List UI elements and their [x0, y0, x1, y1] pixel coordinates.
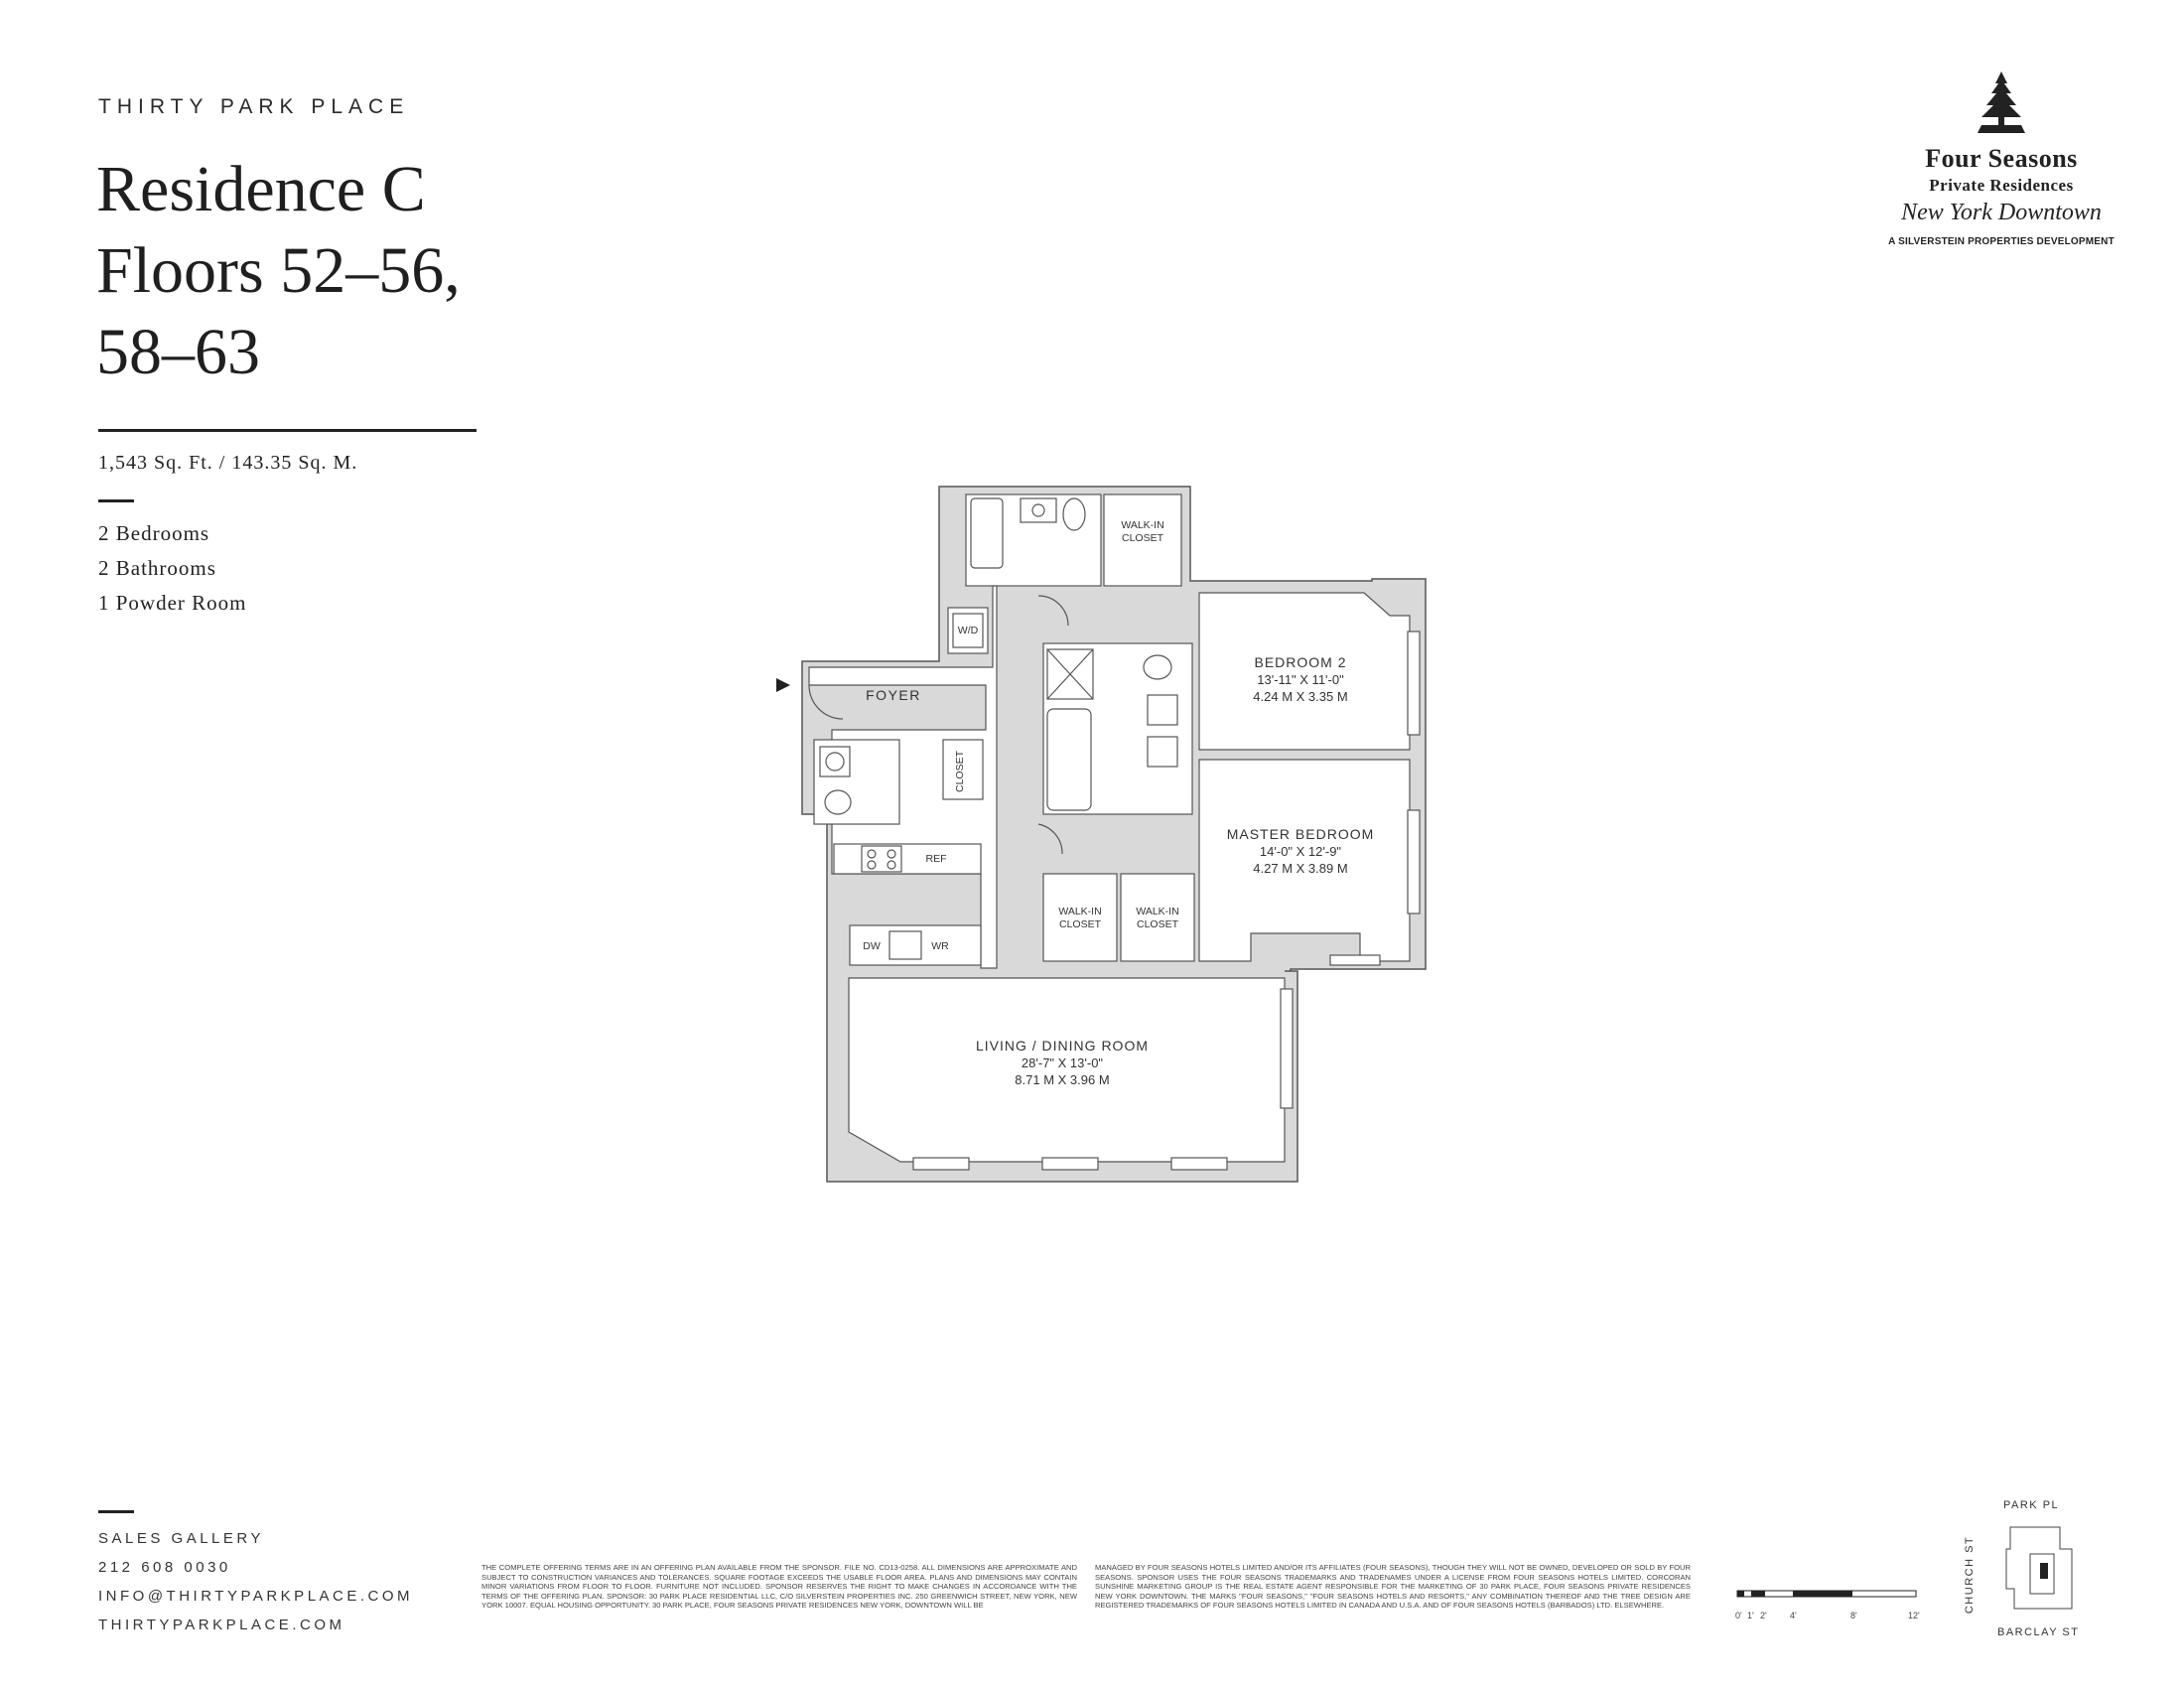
living-metric: 8.71 M X 3.96 M [1015, 1072, 1109, 1087]
scale-label-8: 8' [1850, 1611, 1857, 1620]
key-plan [2005, 1526, 2073, 1610]
closet-label: CLOSET [954, 750, 966, 792]
living-imperial: 28'-7" X 13'-0" [1022, 1055, 1104, 1070]
bedrooms-count: 2 Bedrooms [98, 521, 210, 545]
four-seasons-logo: Four Seasons Private Residences New York… [1886, 70, 2116, 247]
entry-arrow-icon [776, 678, 790, 692]
walkin-b-label-1: WALK-IN [1136, 906, 1178, 917]
title-divider [98, 429, 477, 432]
wd-label: W/D [958, 625, 979, 636]
walkin-top-label-2: CLOSET [1122, 532, 1164, 544]
dw-label: DW [863, 940, 881, 952]
master-name: MASTER BEDROOM [1227, 826, 1375, 842]
logo-line-3: New York Downtown [1901, 200, 2102, 225]
bedroom2-imperial: 13'-11" X 11'-0" [1257, 672, 1344, 687]
website-link[interactable]: THIRTYPARKPLACE.COM [98, 1617, 345, 1633]
street-church-st: CHURCH ST [1964, 1535, 1977, 1615]
residence-title: Residence C [96, 153, 426, 225]
project-name: THIRTY PARK PLACE [98, 95, 410, 118]
scale-label-0: 0' [1735, 1611, 1742, 1620]
walkin-a-label-1: WALK-IN [1058, 906, 1101, 917]
area-label: 1,543 Sq. Ft. / 143.35 Sq. M. [98, 452, 358, 474]
scale-label-2: 2' [1760, 1611, 1767, 1620]
email-link[interactable]: INFO@THIRTYPARKPLACE.COM [98, 1588, 414, 1605]
unit-location-marker [2040, 1563, 2048, 1579]
footer-divider [98, 1510, 134, 1513]
sales-gallery-label: SALES GALLERY [98, 1530, 264, 1547]
scale-label-12: 12' [1908, 1611, 1920, 1620]
walkin-b-label-2: CLOSET [1137, 918, 1179, 930]
logo-line-4: A SILVERSTEIN PROPERTIES DEVELOPMENT [1888, 236, 2115, 247]
legal-text-right: MANAGED BY FOUR SEASONS HOTELS LIMITED A… [1095, 1563, 1691, 1611]
master-imperial: 14'-0" X 12'-9" [1260, 844, 1342, 859]
bathrooms-count: 2 Bathrooms [98, 556, 216, 580]
bedroom2-metric: 4.24 M X 3.35 M [1253, 689, 1347, 704]
scale-label-4: 4' [1790, 1611, 1797, 1620]
bedroom2-name: BEDROOM 2 [1254, 654, 1346, 670]
foyer-label: FOYER [866, 687, 921, 703]
logo-line-1: Four Seasons [1925, 144, 2078, 173]
floors-title-continued: 58–63 [96, 316, 260, 388]
street-park-pl: PARK PL [2003, 1499, 2060, 1511]
scale-label-1: 1' [1747, 1611, 1754, 1620]
wr-label: WR [931, 940, 949, 952]
tree-icon [1978, 71, 2025, 133]
street-barclay-st: BARCLAY ST [1997, 1626, 2080, 1638]
walkin-top-label-1: WALK-IN [1121, 519, 1163, 531]
specs-divider [98, 499, 134, 502]
walkin-a-label-2: CLOSET [1059, 918, 1102, 930]
powder-room-count: 1 Powder Room [98, 591, 247, 615]
floors-title: Floors 52–56, [96, 234, 461, 307]
scale-bar [1736, 1590, 1917, 1598]
logo-line-2: Private Residences [1929, 176, 2074, 195]
ref-label: REF [926, 853, 947, 865]
legal-text-left: THE COMPLETE OFFERING TERMS ARE IN AN OF… [481, 1563, 1077, 1611]
living-name: LIVING / DINING ROOM [976, 1038, 1149, 1054]
master-metric: 4.27 M X 3.89 M [1253, 861, 1347, 876]
phone-number[interactable]: 212 608 0030 [98, 1559, 231, 1576]
